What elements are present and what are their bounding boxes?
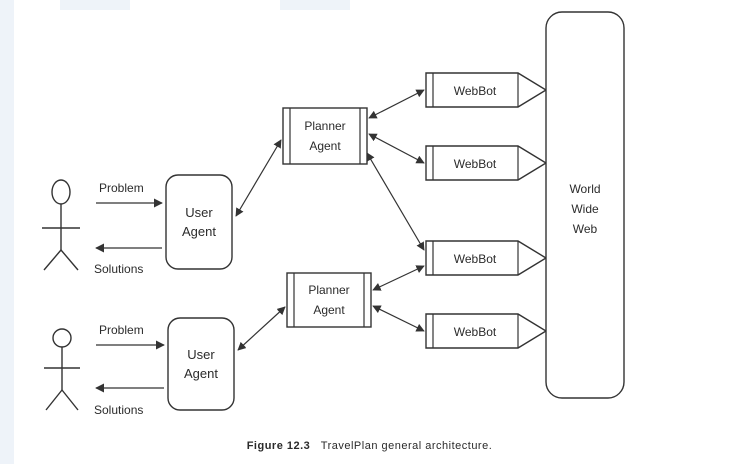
www-label: World [569, 182, 600, 196]
connector-arrow [368, 133, 425, 164]
planner-agent-label: Planner [308, 283, 349, 297]
www-label: Web [573, 222, 598, 236]
solutions-label: Solutions [94, 403, 143, 417]
page-edge-tint [280, 0, 350, 10]
planner-agent-box: Planner Agent [286, 272, 372, 328]
user-agent-box: User Agent [167, 317, 235, 411]
webbot-box: WebBot [425, 72, 548, 108]
figure-number: Figure 12.3 [246, 440, 311, 452]
connector-arrow [368, 89, 425, 119]
webbot-label: WebBot [454, 325, 497, 339]
connector-arrow [372, 305, 425, 332]
page-edge-tint [0, 0, 14, 464]
figure-title: TravelPlan general architecture. [320, 440, 493, 452]
user-stick-figure [42, 179, 80, 271]
webbot-label: WebBot [454, 157, 497, 171]
planner-agent-label: Planner [304, 119, 345, 133]
connector-arrow [372, 265, 425, 291]
problem-label: Problem [99, 181, 144, 195]
planner-agent-label: Agent [309, 139, 341, 153]
user-agent-box: User Agent [165, 174, 233, 270]
connector-arrow [237, 306, 286, 351]
user-agent-label: User [185, 205, 213, 220]
webbot-label: WebBot [454, 84, 497, 98]
world-wide-web-box: World Wide Web [545, 11, 625, 399]
page-edge-tint [60, 0, 130, 10]
figure-caption: Figure 12.3 TravelPlan general architect… [0, 440, 739, 452]
connector-arrow [235, 139, 282, 217]
www-label: Wide [571, 202, 599, 216]
solutions-label: Solutions [94, 262, 143, 276]
webbot-box: WebBot [425, 313, 548, 349]
user-agent-label: User [187, 347, 215, 362]
user-stick-figure [44, 328, 80, 411]
user-agent-label: Agent [182, 224, 216, 239]
planner-agent-label: Agent [313, 303, 345, 317]
webbot-box: WebBot [425, 240, 548, 276]
webbot-label: WebBot [454, 252, 497, 266]
planner-agent-box: Planner Agent [282, 107, 368, 165]
user-agent-label: Agent [184, 366, 218, 381]
problem-label: Problem [99, 323, 144, 337]
connector-arrow [366, 152, 425, 251]
webbot-box: WebBot [425, 145, 548, 181]
